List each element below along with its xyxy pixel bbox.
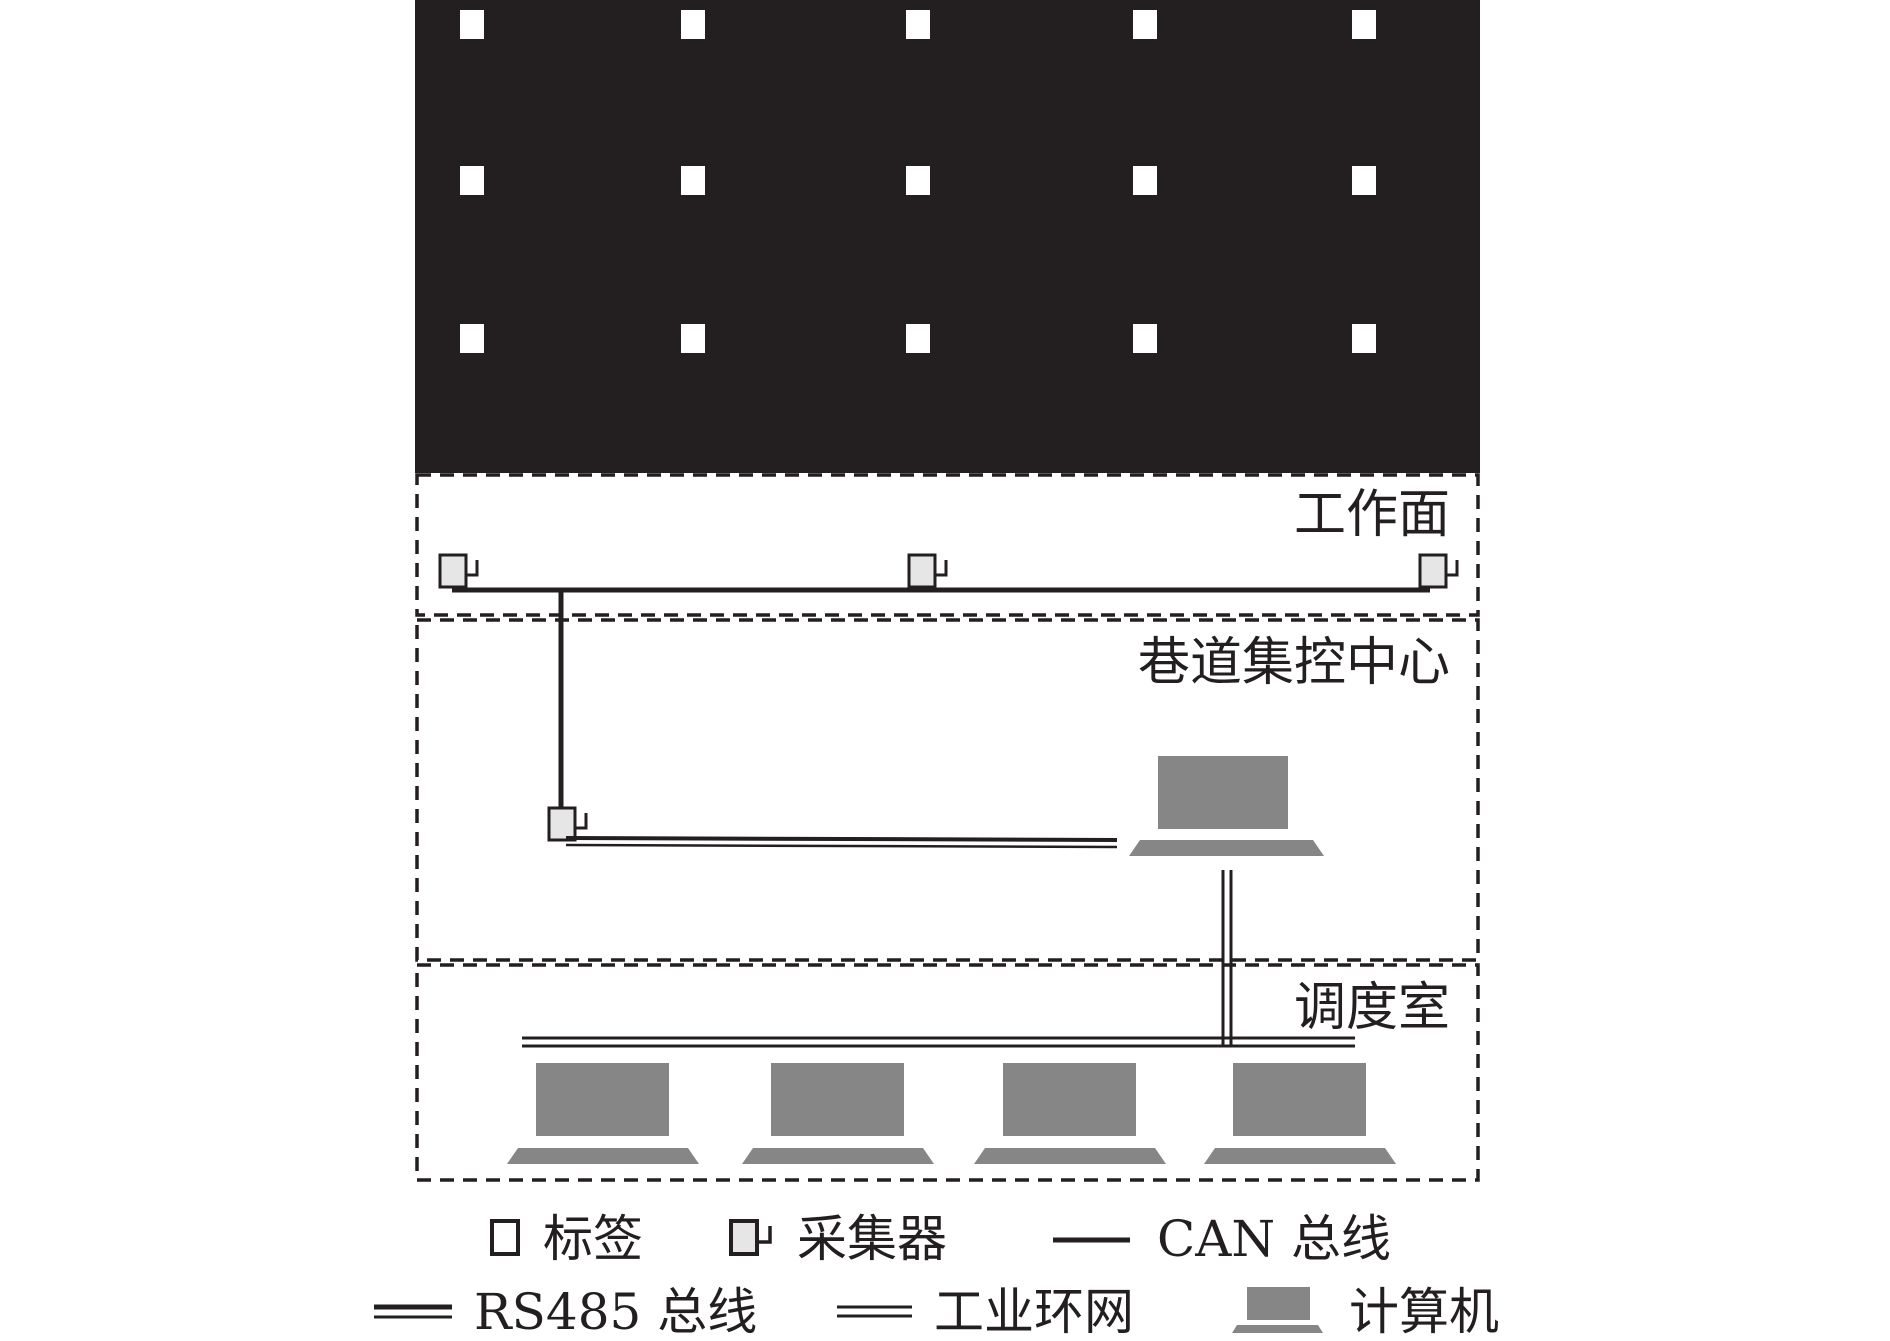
legend-tag-label: 标签 bbox=[543, 1210, 643, 1268]
can-bus-lines bbox=[452, 587, 1430, 818]
zone-label-dispatch-room: 调度室 bbox=[1294, 978, 1450, 1038]
computer-dispatch-1 bbox=[507, 1063, 699, 1164]
legend-industrial-ring-icon bbox=[837, 1305, 912, 1318]
tag-marker bbox=[460, 324, 484, 353]
legend-can-bus-label: CAN 总线 bbox=[1157, 1210, 1391, 1268]
computer-dispatch-2 bbox=[742, 1063, 934, 1164]
tag-marker bbox=[1352, 166, 1376, 195]
legend-rs485-label: RS485 总线 bbox=[474, 1283, 757, 1341]
roadway-center-zone bbox=[415, 618, 1480, 962]
computer-dispatch-4 bbox=[1204, 1063, 1396, 1164]
tag-marker bbox=[1133, 166, 1157, 195]
tag-marker bbox=[460, 10, 484, 39]
working-face-zone bbox=[415, 473, 1480, 617]
tag-marker bbox=[1352, 324, 1376, 353]
zone-label-roadway-center: 巷道集控中心 bbox=[1138, 633, 1450, 693]
tag-marker bbox=[460, 166, 484, 195]
legend-collector-label: 采集器 bbox=[797, 1210, 947, 1268]
tag-marker bbox=[906, 166, 930, 195]
tag-marker bbox=[1352, 10, 1376, 39]
computer-roadway bbox=[1129, 756, 1324, 856]
rs485-bus bbox=[565, 836, 1118, 849]
industrial-ring-network bbox=[522, 870, 1355, 1048]
collector-roadway bbox=[547, 806, 588, 842]
legend-tag-icon bbox=[490, 1219, 520, 1256]
tag-marker bbox=[906, 10, 930, 39]
tag-marker bbox=[906, 324, 930, 353]
tag-marker bbox=[681, 10, 705, 39]
tag-marker bbox=[681, 324, 705, 353]
tag-marker bbox=[1133, 10, 1157, 39]
legend-collector-icon bbox=[729, 1219, 772, 1256]
legend-computer-label: 计算机 bbox=[1349, 1283, 1499, 1341]
zone-borders bbox=[415, 473, 1480, 1182]
collector-middle bbox=[907, 553, 948, 589]
legend-rs485-icon bbox=[374, 1304, 452, 1319]
dispatch-room-zone bbox=[415, 963, 1480, 1182]
tag-marker bbox=[1133, 324, 1157, 353]
collector-left bbox=[438, 553, 479, 589]
legend-industrial-ring-label: 工业环网 bbox=[934, 1283, 1134, 1341]
tag-grid bbox=[460, 10, 1376, 353]
tag-marker bbox=[681, 166, 705, 195]
collector-right bbox=[1418, 553, 1459, 589]
computer-dispatch-3 bbox=[974, 1063, 1166, 1164]
mining-area bbox=[415, 0, 1480, 473]
legend: 标签 采集器 CAN 总线 RS485 总线 工业环网 计算机 bbox=[374, 1210, 1499, 1341]
zone-label-working-face: 工作面 bbox=[1294, 485, 1450, 545]
legend-computer-icon bbox=[1232, 1287, 1323, 1333]
mining-area-background bbox=[415, 0, 1480, 473]
